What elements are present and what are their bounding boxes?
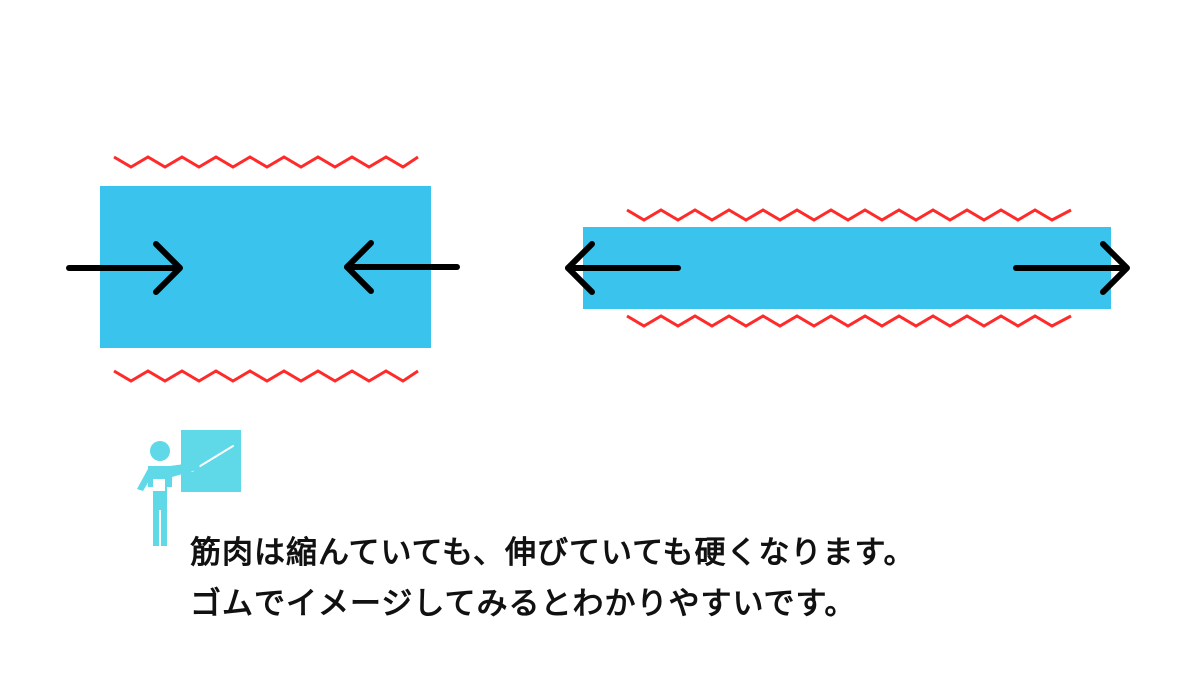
caption-line-2: ゴムでイメージしてみるとわかりやすいです。: [190, 586, 857, 622]
tension-zigzag-top-left: [113, 155, 419, 169]
arrow-left-icon: [344, 240, 460, 294]
presenter-head: [150, 441, 170, 461]
arrow-right-icon: [66, 241, 183, 295]
presenter-arm: [170, 462, 200, 477]
tension-zigzag-bottom-left: [113, 369, 419, 383]
arrow-left-icon: [565, 241, 681, 295]
presentation-board: [181, 430, 241, 492]
presenter-pointing-at-board-icon: [137, 430, 241, 546]
stretched-muscle-panel: [565, 208, 1130, 328]
presenter-body: [148, 466, 172, 546]
presenter-arm-rear: [137, 467, 152, 491]
arrow-right-icon: [1013, 241, 1130, 295]
contracted-muscle-panel: [66, 155, 460, 383]
presenter-notebook: [153, 479, 165, 491]
tension-zigzag-bottom-right: [626, 314, 1072, 328]
caption-line-1: 筋肉は縮んていても、伸びていても硬くなります。: [190, 535, 916, 571]
tension-zigzag-top-right: [626, 208, 1072, 222]
